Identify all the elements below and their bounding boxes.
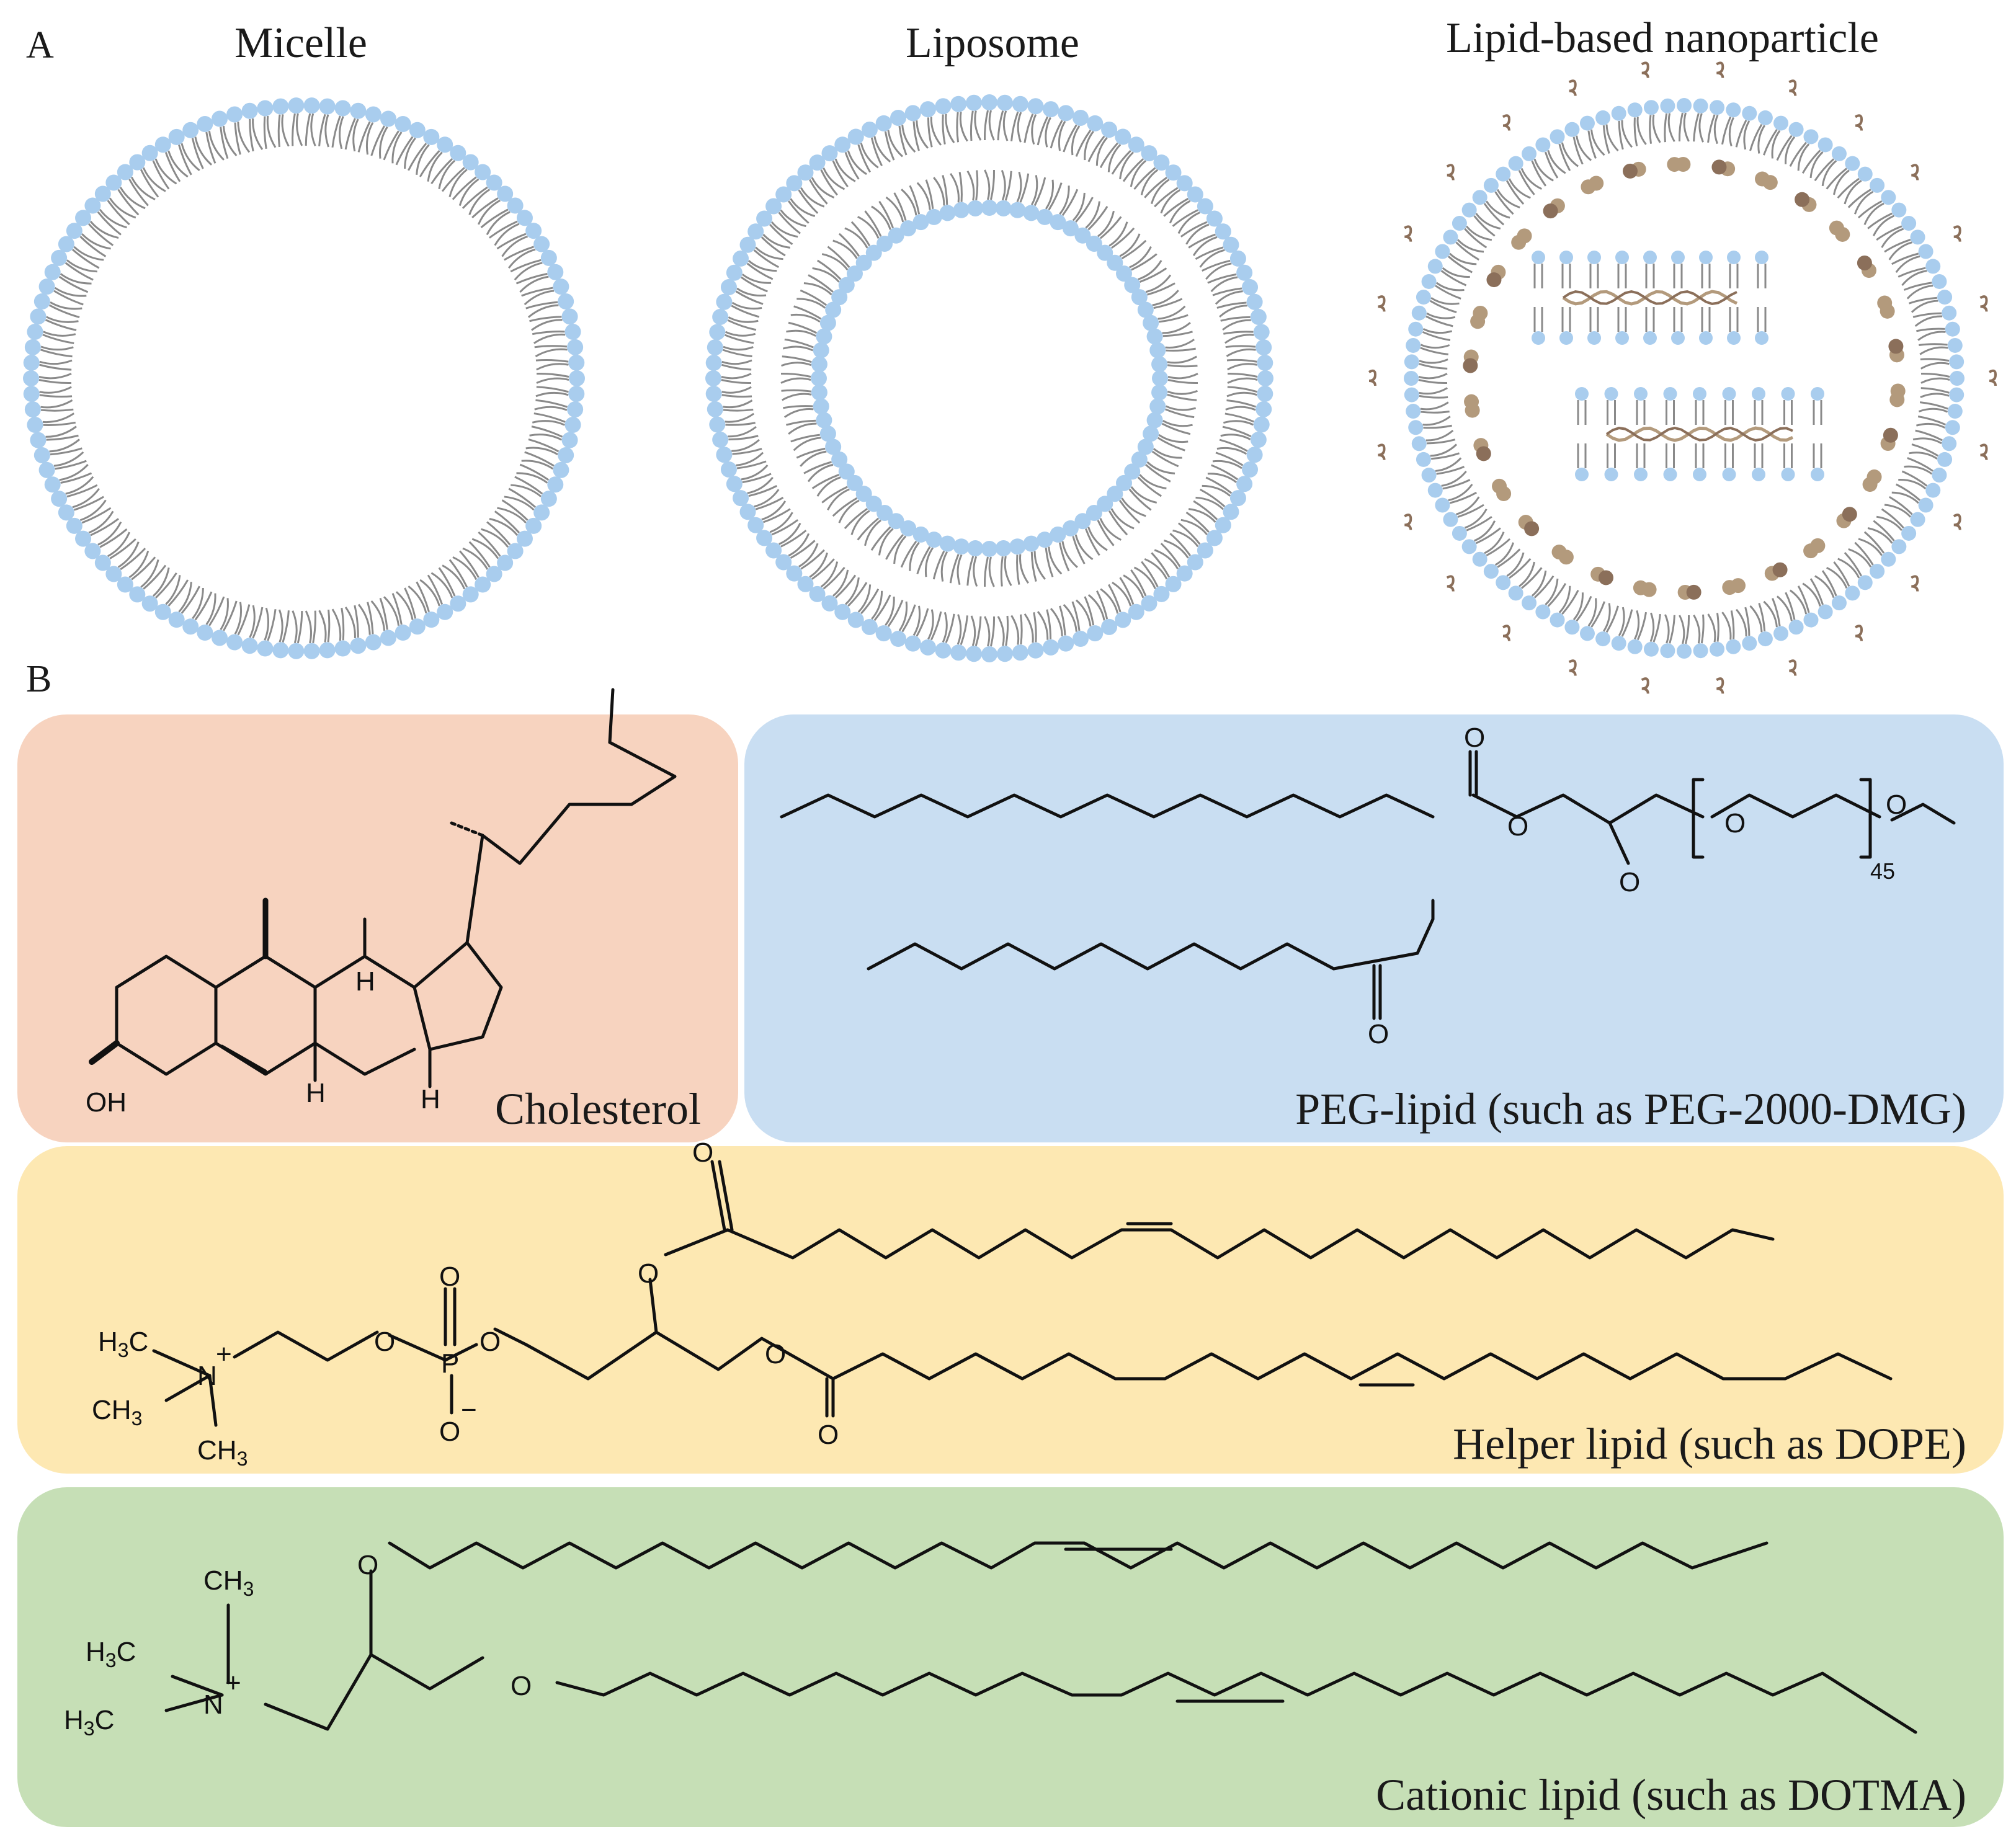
helper-lipid-caption: Helper lipid (such as DOPE) — [1453, 1419, 1966, 1469]
oh-label: OH — [86, 1087, 127, 1118]
cholesterol-box: OH H H H Cholesterol — [17, 688, 738, 1142]
helper-lipid-structure: O O O O O O O O − P N + H3C CH3 CH3 — [92, 1137, 1893, 1470]
liposome-title: Liposome — [906, 19, 1079, 67]
micelle-title: Micelle — [234, 19, 367, 67]
dope-h3c-1: H3C — [98, 1327, 148, 1361]
dotma-h3c-2: H3C — [64, 1705, 114, 1740]
peg-o-1: O — [1464, 723, 1485, 753]
helper-lipid-box: O O O O O O O O − P N + H3C CH3 CH3 Help… — [17, 1137, 2004, 1474]
cationic-lipid-structure: O O N + CH3 H3C H3C — [64, 1541, 1917, 1740]
dope-ch3-2: CH3 — [197, 1435, 248, 1470]
dope-o-4: O — [818, 1420, 839, 1450]
dope-n: N — [197, 1361, 217, 1391]
peg-o-5: O — [1724, 808, 1746, 839]
peg-o-6: O — [1886, 790, 1907, 820]
dope-o-1: O — [692, 1137, 713, 1168]
dope-o-6: O — [374, 1327, 395, 1357]
panel-a-illustrations — [23, 61, 1997, 694]
dope-o-2: O — [638, 1258, 659, 1289]
liposome-diagram — [705, 94, 1273, 662]
cholesterol-caption: Cholesterol — [495, 1084, 701, 1134]
h-label-2: H — [306, 1078, 326, 1108]
cholesterol-structure: OH H H H — [86, 688, 677, 1118]
dotma-o-2: O — [511, 1671, 532, 1701]
dope-plus: + — [216, 1339, 232, 1369]
peg-repeat-count: 45 — [1870, 858, 1895, 884]
panel-a-label: A — [26, 24, 54, 66]
peg-lipid-caption: PEG-lipid (such as PEG-2000-DMG) — [1295, 1084, 1966, 1134]
micelle-diagram — [23, 97, 585, 659]
lnp-title: Lipid-based nanoparticle — [1446, 14, 1879, 62]
peg-o-3: O — [1619, 867, 1640, 897]
peg-lipid-box: O O O O O O 45 PEG-lipid (such as PEG-20… — [744, 714, 2004, 1142]
peg-o-2: O — [1507, 811, 1528, 842]
dope-o-3: O — [765, 1339, 786, 1369]
h-label-3: H — [421, 1084, 440, 1115]
dope-o-8: O — [439, 1417, 460, 1447]
dotma-ch3-1: CH3 — [203, 1565, 254, 1600]
dotma-h3c-1: H3C — [86, 1637, 136, 1671]
dotma-n: N — [203, 1689, 223, 1720]
dope-minus: − — [461, 1395, 477, 1425]
peg-lipid-structure: O O O O O O 45 — [780, 723, 1956, 1049]
panel-b-label: B — [26, 658, 52, 700]
h-label-1: H — [355, 966, 375, 997]
peg-o-4: O — [1368, 1019, 1389, 1049]
lipid-nanoparticle-diagram — [1368, 61, 1997, 694]
dope-p: P — [441, 1348, 459, 1379]
cationic-lipid-box: O O N + CH3 H3C H3C Cationic lipid (such… — [17, 1487, 2004, 1827]
dope-o-7: O — [439, 1261, 460, 1292]
dope-ch3-1: CH3 — [92, 1395, 142, 1430]
dope-o-5: O — [479, 1327, 501, 1357]
dotma-plus: + — [225, 1668, 241, 1698]
cationic-lipid-caption: Cationic lipid (such as DOTMA) — [1376, 1770, 1966, 1820]
dotma-o-1: O — [357, 1550, 378, 1580]
